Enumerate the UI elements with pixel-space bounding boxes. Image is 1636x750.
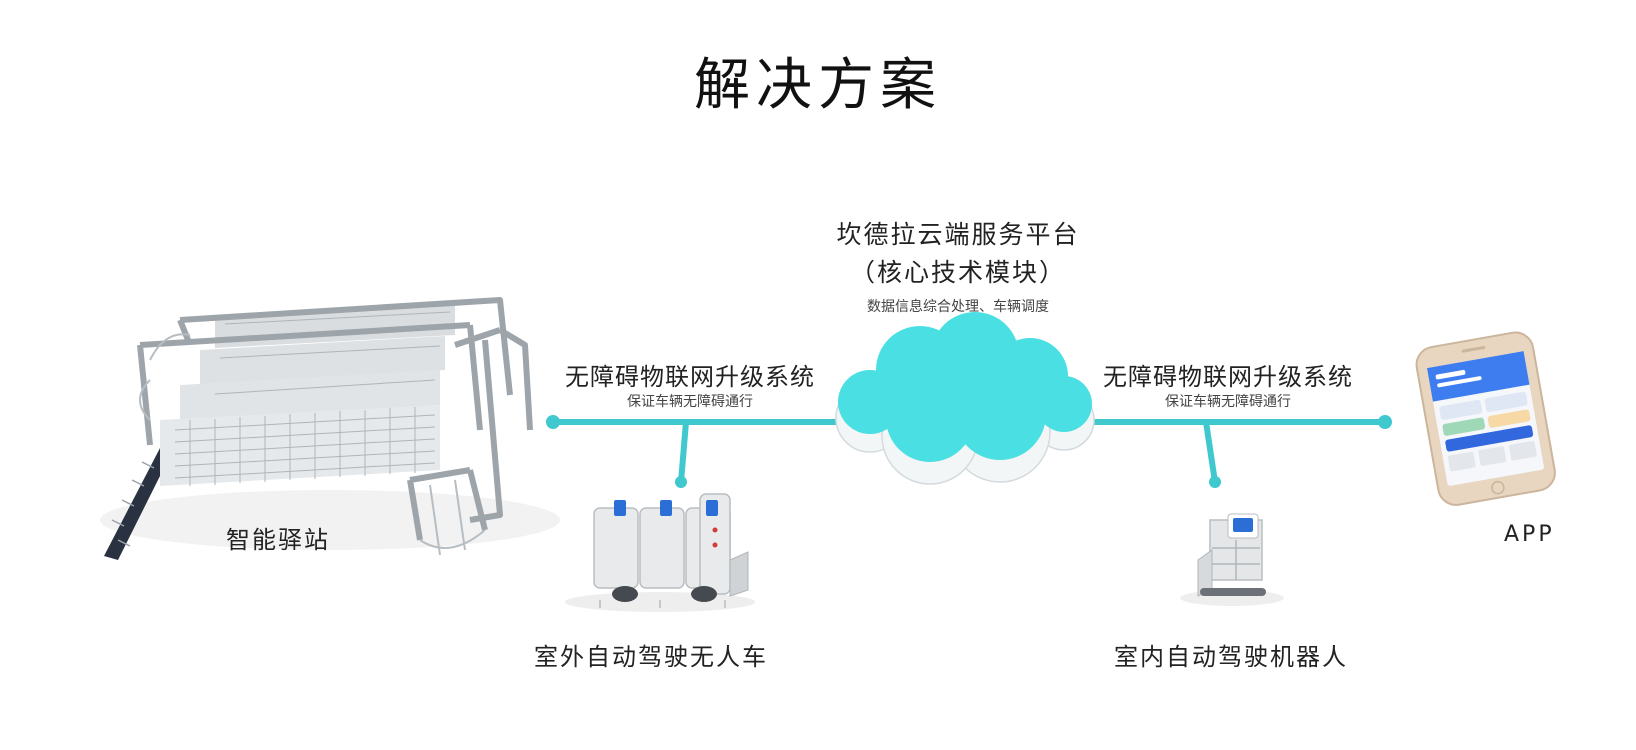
cloud-platform-description: 数据信息综合处理、车辆调度 <box>867 299 1049 315</box>
page-title: 解决方案 <box>694 53 942 118</box>
connection-dots <box>546 415 1392 488</box>
left-link-title: 无障碍物联网升级系统 <box>565 363 815 391</box>
left-endpoint-dot <box>546 415 560 429</box>
indoor-robot-label: 室内自动驾驶机器人 <box>1114 643 1348 671</box>
outdoor-vehicle-label: 室外自动驾驶无人车 <box>534 643 768 671</box>
outdoor-endpoint-dot <box>675 476 687 488</box>
connection-lines <box>550 419 1388 485</box>
right-branch-line <box>1203 419 1218 485</box>
indoor-robot-icon <box>1180 513 1284 606</box>
station-label: 智能驿站 <box>226 526 330 554</box>
cloud-platform-subtitle: （核心技术模块） <box>849 258 1066 287</box>
left-link-subtitle: 保证车辆无障碍通行 <box>627 394 753 410</box>
cloud-platform-name: 坎德拉云端服务平台 <box>836 220 1080 249</box>
right-link-subtitle: 保证车辆无障碍通行 <box>1165 394 1291 410</box>
right-endpoint-dot <box>1378 415 1392 429</box>
right-link-title: 无障碍物联网升级系统 <box>1103 363 1353 391</box>
indoor-endpoint-dot <box>1209 476 1221 488</box>
smartphone-icon <box>1415 331 1556 506</box>
outdoor-vehicle-icon <box>565 493 755 612</box>
app-label: APP <box>1504 522 1555 547</box>
cloud-platform-title: 坎德拉云端服务平台 （核心技术模块） <box>718 216 1198 292</box>
left-branch-line <box>678 419 689 485</box>
station-building-icon <box>100 297 560 560</box>
cloud-icon <box>835 312 1095 485</box>
